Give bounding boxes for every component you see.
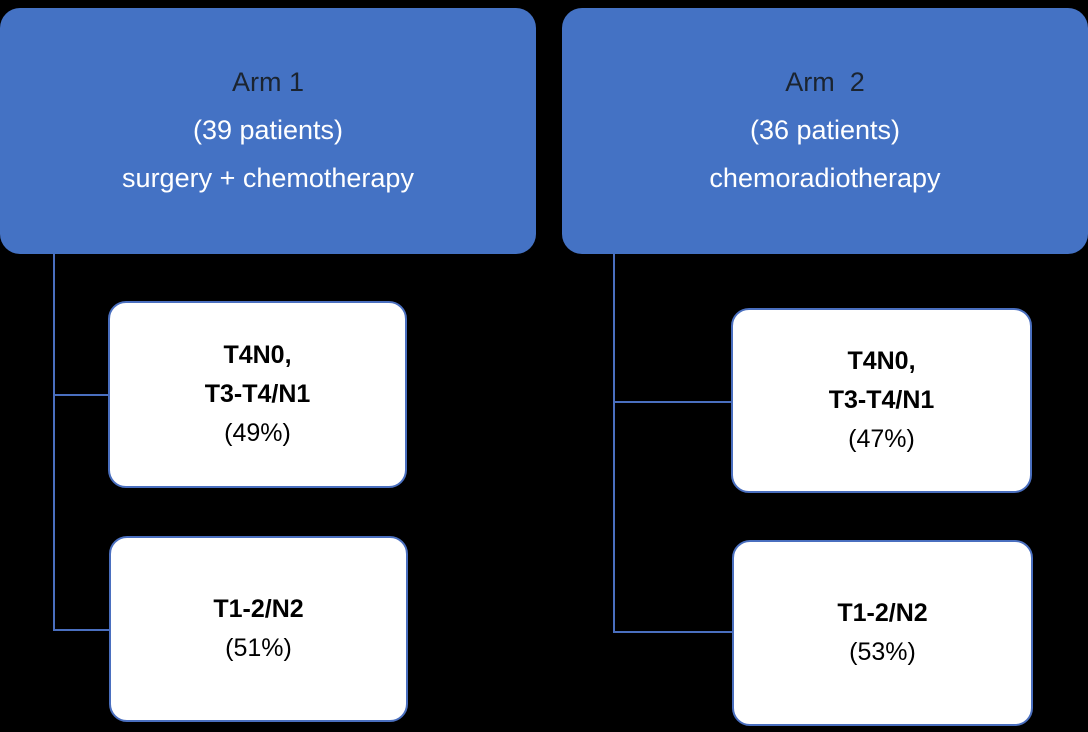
arm-1-stage-1-percent: (49%) bbox=[224, 418, 291, 447]
arm-1-stage-2-percent: (51%) bbox=[225, 634, 292, 662]
arm-2-connector-branch-1 bbox=[613, 401, 733, 403]
arm-1-stage-1-box[interactable]: T4N0, T3-T4/N1 (49%) bbox=[108, 301, 407, 488]
arm-1-connector-trunk bbox=[53, 253, 55, 631]
arm-2-stage-2-box[interactable]: T1-2/N2 (53%) bbox=[732, 540, 1033, 726]
arm-2-stage-1-box[interactable]: T4N0, T3-T4/N1 (47%) bbox=[731, 308, 1032, 493]
arm-1-stage-1-line2: T3-T4/N1 bbox=[204, 380, 311, 409]
arm-2-connector-trunk bbox=[613, 253, 615, 633]
arm-2-title: Arm 2 bbox=[785, 67, 865, 98]
arm-2-stage-2-percent: (53%) bbox=[849, 638, 916, 666]
arm-1-stage-2-line1: T1-2/N2 bbox=[213, 595, 304, 624]
arm-1-connector-branch-1 bbox=[53, 394, 110, 396]
arm-2-stage-1-line1: T4N0, bbox=[847, 347, 916, 376]
arm-1-title: Arm 1 bbox=[231, 67, 304, 98]
arm-1-box[interactable]: Arm 1 (39 patients) surgery + chemothera… bbox=[0, 8, 536, 254]
arm-2-stage-2-line1: T1-2/N2 bbox=[837, 599, 928, 628]
arm-1-connector-branch-2 bbox=[53, 629, 111, 631]
arm-2-stage-1-percent: (47%) bbox=[848, 424, 915, 453]
arm-2-patient-count: (36 patients) bbox=[749, 115, 901, 146]
arm-1-stage-1-line1: T4N0, bbox=[223, 341, 292, 370]
arm-1-stage-2-box[interactable]: T1-2/N2 (51%) bbox=[109, 536, 408, 722]
arm-2-box[interactable]: Arm 2 (36 patients) chemoradiotherapy bbox=[562, 8, 1088, 254]
arm-1-patient-count: (39 patients) bbox=[192, 115, 344, 146]
arm-2-treatment: chemoradiotherapy bbox=[709, 162, 941, 193]
arm-2-connector-branch-2 bbox=[613, 631, 733, 633]
arm-2-stage-1-line2: T3-T4/N1 bbox=[828, 386, 935, 415]
arm-1-treatment: surgery + chemotherapy bbox=[122, 162, 414, 193]
